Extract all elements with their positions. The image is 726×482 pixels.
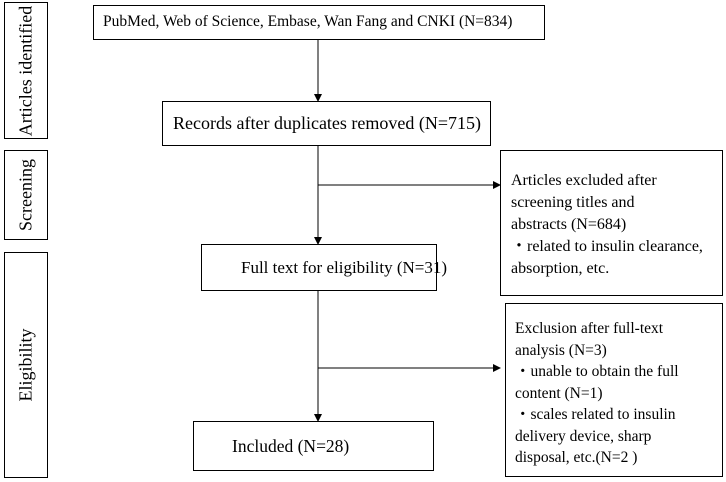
fulltext-exclusion-line: ・scales related to insulin bbox=[515, 406, 676, 423]
box-included-text: Included (N=28) bbox=[232, 436, 350, 456]
box-sources-text: PubMed, Web of Science, Embase, Wan Fang… bbox=[103, 13, 513, 30]
stage-label-screening: Screening bbox=[4, 150, 48, 240]
fulltext-exclusion-text: Exclusion after full-text analysis (N=3)… bbox=[515, 318, 679, 469]
fulltext-exclusion-line: disposal, etc.(N=2 ) bbox=[515, 449, 638, 466]
box-duplicates-removed: Records after duplicates removed (N=715) bbox=[162, 101, 491, 146]
fulltext-exclusion-line: delivery device, sharp bbox=[515, 427, 652, 445]
fulltext-exclusion-line: Exclusion after full-text bbox=[515, 320, 664, 337]
box-fulltext-exclusion: Exclusion after full-text analysis (N=3)… bbox=[505, 303, 723, 477]
screening-exclusion-text: Articles excluded after screening titles… bbox=[511, 170, 703, 280]
screening-exclusion-line: Articles excluded after bbox=[511, 172, 657, 189]
screening-exclusion-line: screening titles and bbox=[511, 194, 635, 211]
fulltext-exclusion-line: ・unable to obtain the full bbox=[515, 363, 679, 380]
box-included: Included (N=28) bbox=[193, 421, 434, 471]
stage-label-articles-identified: Articles identified bbox=[4, 2, 48, 139]
box-duplicates-removed-text: Records after duplicates removed (N=715) bbox=[173, 113, 482, 133]
box-sources: PubMed, Web of Science, Embase, Wan Fang… bbox=[93, 5, 545, 40]
box-full-text: Full text for eligibility (N=31) bbox=[201, 244, 447, 291]
box-full-text-text: Full text for eligibility (N=31) bbox=[241, 258, 448, 277]
screening-exclusion-line: abstracts (N=684) bbox=[511, 216, 627, 233]
fulltext-exclusion-line: analysis (N=3) bbox=[515, 341, 607, 359]
screening-exclusion-line: absorption, etc. bbox=[511, 260, 610, 277]
stage-label-eligibility: Eligibility bbox=[4, 252, 48, 478]
fulltext-exclusion-line: content (N=1) bbox=[515, 384, 603, 402]
screening-exclusion-line: ・related to insulin clearance, bbox=[511, 238, 703, 255]
box-screening-exclusion: Articles excluded after screening titles… bbox=[500, 150, 723, 296]
